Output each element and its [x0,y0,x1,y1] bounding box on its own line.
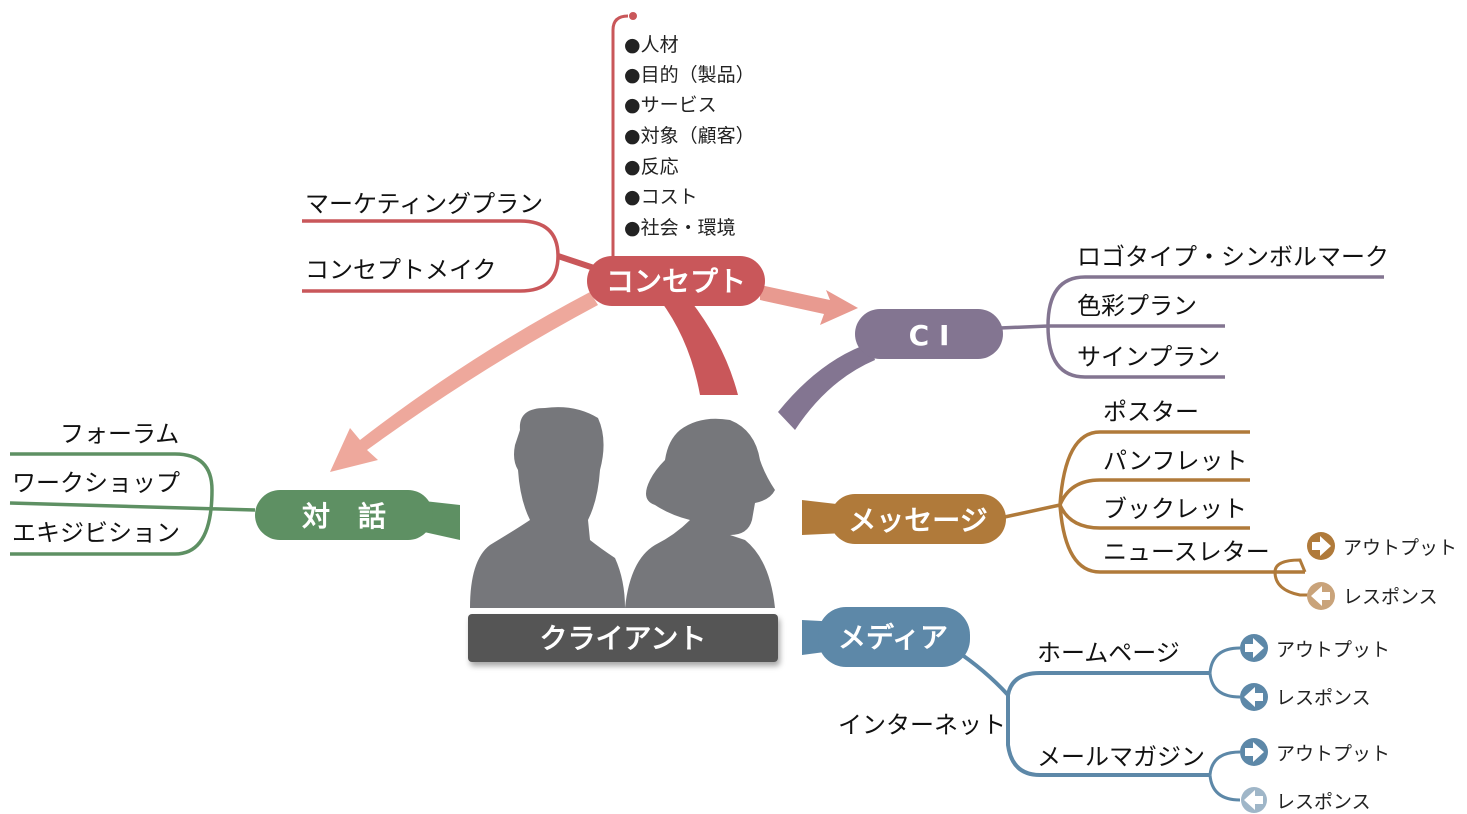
client-node: クライアント [468,614,778,662]
ci-group: C I ロゴタイプ・シンボルマーク 色彩プラン サインプラン [778,243,1389,430]
concept-item: ●人材 [624,34,679,56]
internet-label: インターネット [838,711,1006,739]
homepage-output-label: アウトプット [1276,639,1390,661]
message-branch-label: ポスター [1103,398,1199,426]
concept-node-label: コンセプト [606,265,746,298]
message-branch-label: パンフレット [1103,447,1247,475]
homepage-label: ホームページ [1037,639,1180,667]
concept-to-ci-arrow [760,285,858,325]
concept-list-stem [611,14,629,260]
woman-silhouette-icon [625,418,775,608]
mailmagazine-label: メールマガジン [1037,743,1205,771]
concept-item: ●サービス [624,94,717,116]
client-label: クライアント [540,622,707,655]
concept-item: ●目的（製品） [624,64,755,86]
message-response-label: レスポンス [1343,586,1438,608]
ci-branch-label: 色彩プラン [1077,292,1197,320]
output-arrow-icon [1307,532,1335,560]
concept-item: ●社会・環境 [624,217,736,239]
message-branch-label: ブックレット [1103,495,1247,523]
dialogue-branch-lines [9,452,256,556]
response-arrow-icon [1240,683,1268,711]
ci-branch-lines [999,275,1384,379]
message-io-loop [1273,558,1310,597]
message-group: メッセージ ポスター パンフレット ブックレット ニュースレター アウトプット … [802,398,1457,610]
message-branch-label: ニュースレター [1103,538,1270,566]
message-output-label: アウトプット [1343,537,1457,559]
man-silhouette-icon [470,407,625,608]
dialogue-node [255,490,433,540]
concept-group: ●人材 ●目的（製品） ●サービス ●対象（顧客） ●反応 ●コスト ●社会・環… [302,12,858,472]
homepage-response-label: レスポンス [1276,687,1371,709]
ci-node-label: C I [909,319,950,352]
response-arrow-icon [1241,787,1267,813]
output-arrow-icon [1240,738,1268,766]
concept-item: ●コスト [624,186,698,208]
mail-output-label: アウトプット [1276,743,1390,765]
concept-list-dot [629,12,637,20]
dialogue-group: 対 話 フォーラム ワークショップ エキジビション [9,420,460,556]
concept-node [587,256,765,306]
message-branch-lines [999,430,1305,574]
dialogue-branch-label: エキジビション [12,519,180,547]
message-node-label: メッセージ [848,504,987,537]
concept-branch-label: コンセプトメイク [305,256,497,284]
ci-trunk [778,343,875,430]
ci-node [855,309,1003,359]
mail-io-loop [1208,750,1241,802]
concept-trunk [660,300,738,395]
dialogue-node-label: 対 話 [302,500,386,533]
dialogue-branch-label: フォーラム [60,420,179,448]
media-group: メディア インターネット ホームページ メールマガジン アウトプット レスポンス… [802,607,1390,813]
concept-to-dialogue-arrow [330,292,598,472]
homepage-io-loop [1208,646,1241,699]
output-arrow-icon [1240,634,1268,662]
media-node-label: メディア [838,621,948,654]
concept-item: ●対象（顧客） [624,125,755,147]
media-node [818,607,970,667]
mail-response-label: レスポンス [1276,791,1371,813]
concept-item: ●反応 [624,156,679,178]
dialogue-branch-label: ワークショップ [12,469,180,497]
response-arrow-icon [1307,582,1335,610]
ci-branch-label: ロゴタイプ・シンボルマーク [1077,243,1389,271]
concept-branch-label: マーケティングプラン [305,190,543,218]
message-node [830,494,1006,544]
ci-branch-label: サインプラン [1077,343,1220,371]
client-silhouettes [470,407,775,608]
